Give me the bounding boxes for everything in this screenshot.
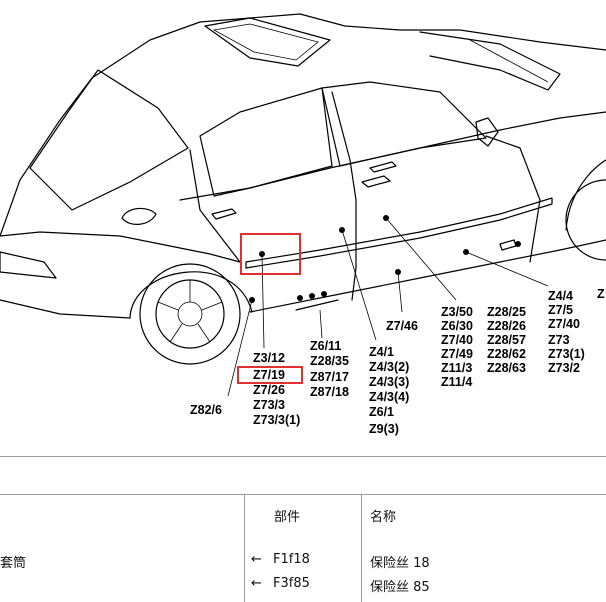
label-z28-35: Z28/35	[310, 354, 349, 368]
label-z7-5: Z7/5	[548, 303, 573, 317]
label-z11-3: Z11/3	[441, 361, 472, 375]
car-lower-line	[0, 299, 131, 319]
label-z4-3-3: Z4/3(3)	[369, 375, 409, 389]
car-wiring-diagram: Z3/50 Z6/30 Z7/40 Z7/49 Z11/3 Z11/4 Z28/…	[0, 13, 606, 436]
label-z7-49: Z7/49	[441, 347, 473, 361]
label-z7-46: Z7/46	[386, 319, 418, 333]
front-door-handle	[361, 175, 391, 188]
door-seam-front	[485, 135, 541, 263]
label-z6-1: Z6/1	[369, 405, 394, 419]
car-roofline	[0, 13, 606, 237]
label-z28-57: Z28/57	[487, 333, 526, 347]
label-z9-3: Z9(3)	[369, 422, 399, 436]
label-z7-40b: Z7/40	[548, 317, 580, 331]
car-beltline	[179, 111, 606, 201]
label-z4-3-4: Z4/3(4)	[369, 390, 409, 404]
label-z87-18: Z87/18	[310, 385, 349, 399]
table-top-rule	[0, 456, 606, 457]
row-part: F3f85	[273, 576, 310, 591]
label-z28-62: Z28/62	[487, 347, 526, 361]
rear-wheel-tire	[139, 263, 241, 365]
table-header-rule	[0, 494, 606, 495]
side-molding	[245, 197, 553, 269]
row-name: 保险丝 18	[370, 556, 430, 571]
left-arrow-icon: ←	[251, 576, 262, 591]
car-rocker-panel	[249, 239, 606, 313]
label-z4-1: Z4/1	[369, 345, 394, 359]
fuel-cap	[121, 207, 157, 225]
label-z3-50: Z3/50	[441, 305, 473, 319]
label-z4-4: Z4/4	[548, 289, 573, 303]
header-part: 部件	[274, 510, 301, 525]
label-z-edge: Z	[597, 287, 605, 301]
row-part: F1f18	[273, 552, 310, 567]
label-z7-26: Z7/26	[253, 383, 285, 397]
label-z87-17: Z87/17	[310, 370, 349, 384]
label-z7-19: Z7/19	[253, 368, 285, 382]
rear-door-window	[199, 87, 333, 197]
row-name: 保险丝 85	[370, 580, 430, 595]
label-z4-3-2: Z4/3(2)	[369, 360, 409, 374]
c-pillar-seam	[189, 149, 241, 263]
front-door-window	[321, 81, 487, 167]
label-z82-6: Z82/6	[190, 403, 222, 417]
parts-table: 部件 名称 套筒 ← F1f18 保险丝 18 ← F3f85 保险丝 85	[0, 456, 606, 602]
highlight-box-z7-19	[237, 366, 303, 384]
header-name: 名称	[370, 510, 397, 525]
table-column-divider-1	[244, 494, 245, 602]
left-arrow-icon: ←	[251, 552, 262, 567]
tail-light	[0, 251, 57, 279]
label-z7-40: Z7/40	[441, 333, 473, 347]
front-wheel-tire	[565, 179, 606, 261]
highlight-box-connector	[240, 233, 301, 275]
sunroof	[204, 17, 331, 67]
side-mirror	[475, 117, 499, 147]
car-rear-deck	[0, 231, 241, 263]
label-z28-26: Z28/26	[487, 319, 526, 333]
label-z6-11: Z6/11	[310, 339, 341, 353]
label-z73-3-1: Z73/3(1)	[253, 413, 300, 427]
label-z28-25: Z28/25	[487, 305, 526, 319]
label-z3-12: Z3/12	[253, 351, 285, 365]
car-line-drawing: Z3/50 Z6/30 Z7/40 Z7/49 Z11/3 Z11/4 Z28/…	[0, 13, 606, 436]
row-description: 套筒	[0, 556, 27, 571]
rear-window	[29, 69, 189, 211]
rear-wheel-arch	[129, 271, 253, 319]
door-seam-rear	[331, 91, 357, 301]
table-column-divider-2	[361, 494, 362, 602]
label-z73-2: Z73/2	[548, 361, 580, 375]
label-z73-3: Z73/3	[253, 398, 285, 412]
label-z73-1: Z73(1)	[548, 347, 585, 361]
label-z6-30: Z6/30	[441, 319, 473, 333]
label-z11-4: Z11/4	[441, 375, 472, 389]
label-z73: Z73	[548, 333, 570, 347]
label-z28-63: Z28/63	[487, 361, 526, 375]
rear-door-handle	[211, 208, 237, 220]
front-door-handle-2	[369, 161, 397, 173]
